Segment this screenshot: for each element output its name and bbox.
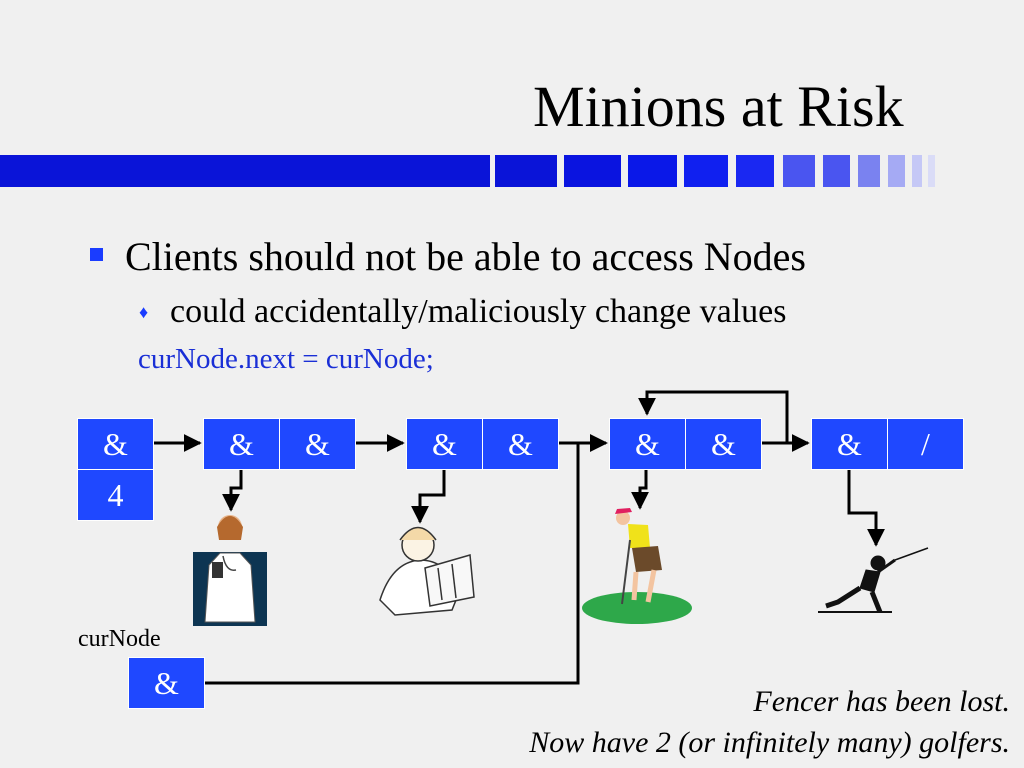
arrow-n2-data (411, 470, 446, 524)
head-ref-cell: & (77, 418, 154, 470)
note-line-1: Fencer has been lost. (753, 685, 1010, 718)
arrow-n1-data (222, 470, 243, 512)
node4-next-cell: / (887, 418, 964, 470)
golfer-icon (582, 508, 692, 624)
bullet-text-2: could accidentally/maliciously change va… (170, 293, 787, 330)
square-bullet-icon (90, 248, 103, 261)
arrow-curnode (205, 434, 608, 685)
curnode-label: curNode (78, 626, 161, 652)
doctor-icon (193, 515, 267, 626)
node3-next-cell: & (685, 418, 762, 470)
node2-data-cell: & (406, 418, 483, 470)
slide-title: Minions at Risk (533, 74, 904, 139)
diamond-bullet-icon: ♦ (139, 302, 149, 322)
node2-next-cell: & (482, 418, 559, 470)
node4-data-cell: & (811, 418, 888, 470)
arrow-n3-data (631, 470, 649, 510)
bullet-text-1: Clients should not be able to access Nod… (125, 234, 806, 279)
node3-data-cell: & (609, 418, 686, 470)
node1-next-cell: & (279, 418, 356, 470)
fencer-icon (818, 547, 929, 613)
node1-data-cell: & (203, 418, 280, 470)
architect-icon (379, 526, 475, 616)
head-size-cell: 4 (77, 469, 154, 521)
code-line: curNode.next = curNode; (138, 343, 434, 375)
curnode-cell: & (128, 657, 205, 709)
arrow-n4-data (847, 470, 885, 547)
note-line-2: Now have 2 (or infinitely many) golfers. (529, 726, 1010, 759)
arrow-self-loop (638, 390, 789, 445)
